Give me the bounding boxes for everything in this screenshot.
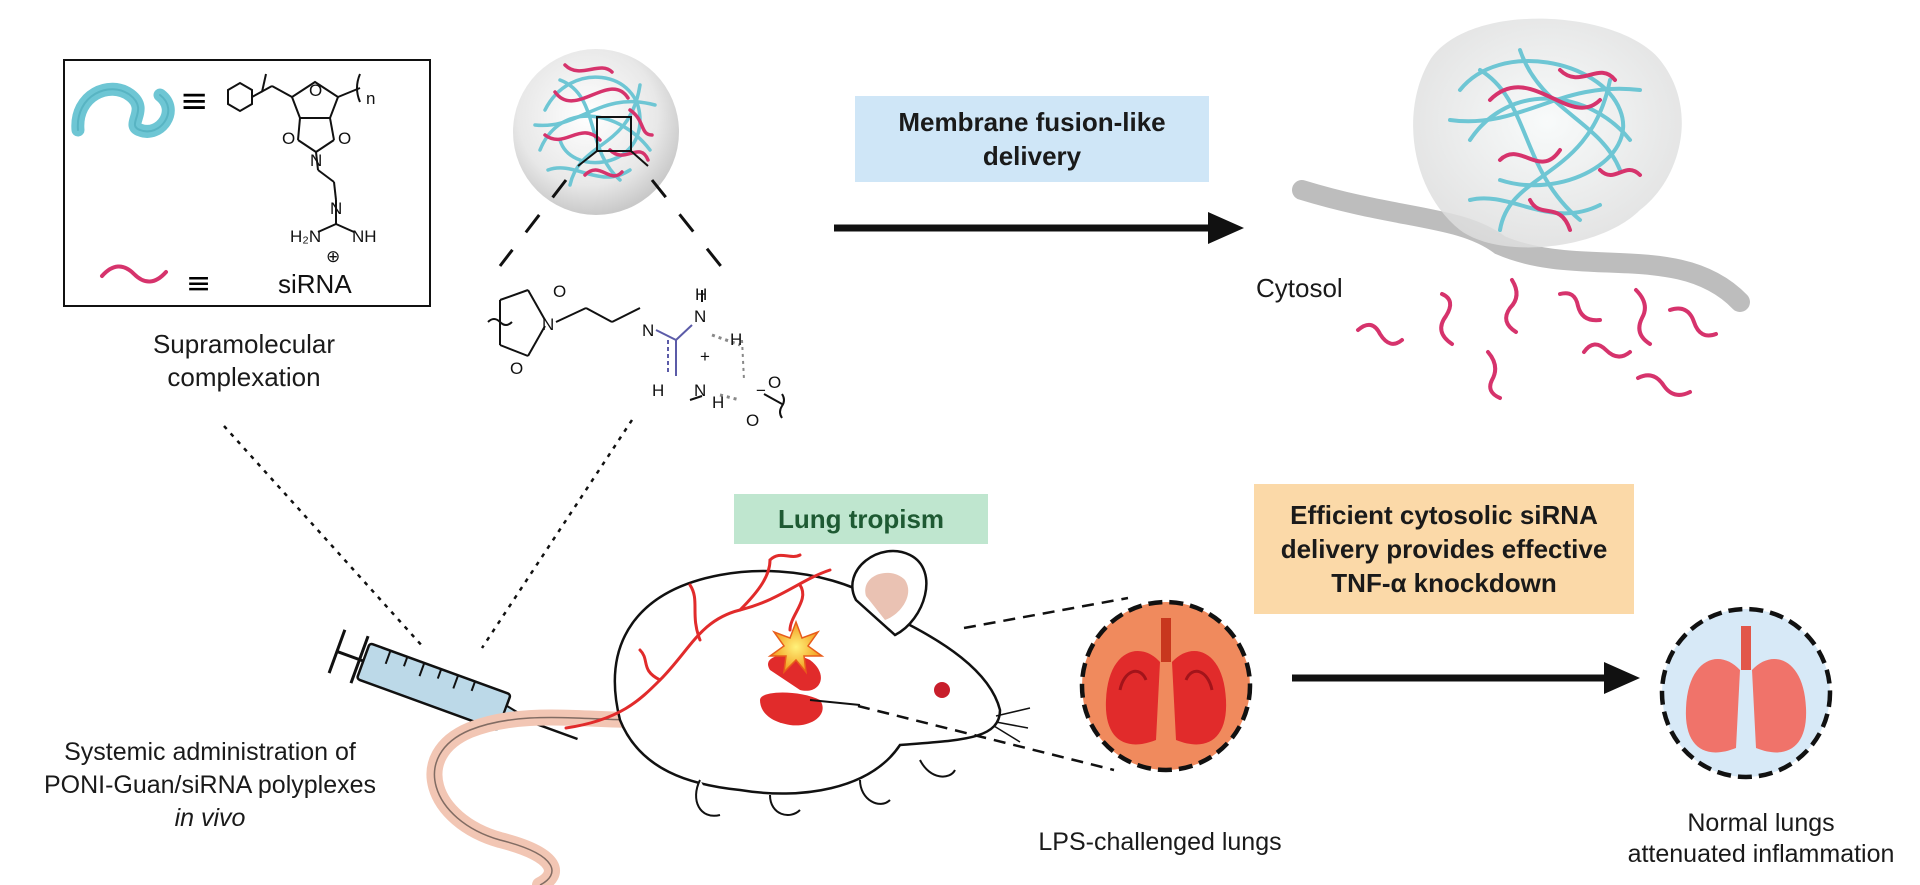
- repeat-subscript: n: [366, 89, 375, 108]
- inflammation-flash-icon: [767, 619, 825, 675]
- systemic-administration-label: Systemic administration of PONI-Guan/siR…: [0, 736, 420, 835]
- guan-plus-charge: +: [700, 347, 710, 366]
- atom-n-guan-2: N: [642, 321, 654, 340]
- atom-o-carboxyl-top: O: [768, 373, 781, 392]
- fusing-vesicle: [1413, 18, 1682, 248]
- atom-nh: NH: [352, 227, 377, 246]
- lps-lungs-label: LPS-challenged lungs: [1038, 828, 1282, 856]
- carboxylate-minus: −: [756, 381, 766, 400]
- mouse-lungs: [760, 654, 861, 726]
- membrane-fusion-box: Membrane fusion-like delivery: [855, 96, 1209, 182]
- normal-lungs-label: Normal lungs attenuated inflammation: [1602, 808, 1920, 870]
- efficient-line2: delivery provides effective: [1280, 534, 1608, 564]
- lps-lungs-circle: [1079, 599, 1253, 773]
- atom-h-bottom: H: [652, 381, 664, 400]
- atom-n-imide: N: [310, 151, 322, 170]
- membrane-fusion-illustration: [1292, 18, 1750, 400]
- delivery-arrow: [834, 212, 1244, 244]
- membrane-line1: Membrane fusion-like: [898, 107, 1166, 137]
- supramolecular-line2: complexation: [167, 362, 321, 392]
- atom-n-bottom: N: [694, 381, 706, 400]
- atom-plus-charge: ⊕: [326, 247, 340, 266]
- efficient-delivery-box: Efficient cytosolic siRNA delivery provi…: [1254, 484, 1634, 614]
- atom-h-top-right: H: [730, 330, 742, 349]
- atom-o-right: O: [338, 129, 351, 148]
- poni-guan-structure: [227, 73, 361, 233]
- zoom-dash-left: [498, 179, 568, 267]
- treatment-arrow: [1292, 662, 1640, 694]
- released-sirna: [1356, 278, 1718, 400]
- mouse-feet: [695, 759, 956, 817]
- mouse-eye: [934, 682, 950, 698]
- sirna-strand-icon: [100, 264, 168, 284]
- systemic-line3: in vivo: [174, 804, 246, 832]
- atom-h2n: H₂N: [290, 227, 321, 246]
- systemic-line2: PONI-Guan/siRNA polyplexes: [43, 771, 377, 799]
- polymer-equiv-symbol: ≡: [180, 81, 209, 121]
- atom-h-bottom-right: H: [712, 393, 724, 412]
- cytosol-label: Cytosol: [1256, 273, 1343, 303]
- normal-line1: Normal lungs: [1687, 809, 1835, 837]
- mouse-illustration: [426, 549, 1031, 885]
- supramolecular-label: Supramolecular complexation: [94, 328, 394, 394]
- atom-o-top: O: [553, 282, 566, 301]
- guanidinium-carboxylate-structure: [487, 289, 785, 419]
- normal-line2: attenuated inflammation: [1627, 840, 1895, 868]
- atom-o-left: O: [282, 129, 295, 148]
- atom-h-top: H: [695, 285, 707, 304]
- atom-n-guan: N: [330, 199, 342, 218]
- atom-n-top: N: [694, 307, 706, 326]
- lung-tropism-box: Lung tropism: [734, 494, 988, 544]
- efficient-line3: TNF-α knockdown: [1331, 568, 1557, 598]
- zoom-dash-right: [650, 179, 726, 271]
- sirna-legend-label: siRNA: [278, 269, 352, 299]
- zoom-line-lower: [857, 704, 1115, 772]
- normal-lungs-circle: [1659, 606, 1833, 780]
- systemic-line1: Systemic administration of: [64, 738, 356, 766]
- polyplex-particle: [513, 49, 679, 215]
- blood-vessels: [564, 553, 832, 730]
- legend-box: ≡ O O O N N H₂N NH ⊕ n: [63, 59, 431, 307]
- supramolecular-line1: Supramolecular: [152, 329, 336, 359]
- efficient-line1: Efficient cytosolic siRNA: [1290, 500, 1598, 530]
- atom-n-imide-2: N: [542, 315, 554, 334]
- membrane-line2: delivery: [982, 141, 1082, 171]
- atom-o-ring: O: [309, 81, 322, 100]
- mouse-tail: [426, 709, 648, 885]
- atom-o-carboxyl-bottom: O: [746, 411, 759, 430]
- atom-o-bottom: O: [510, 359, 523, 378]
- zoom-line-upper: [963, 596, 1129, 630]
- guide-dots-right: [480, 419, 634, 649]
- guide-dots-left: [223, 425, 425, 649]
- sirna-equiv-symbol: ≡: [186, 266, 211, 301]
